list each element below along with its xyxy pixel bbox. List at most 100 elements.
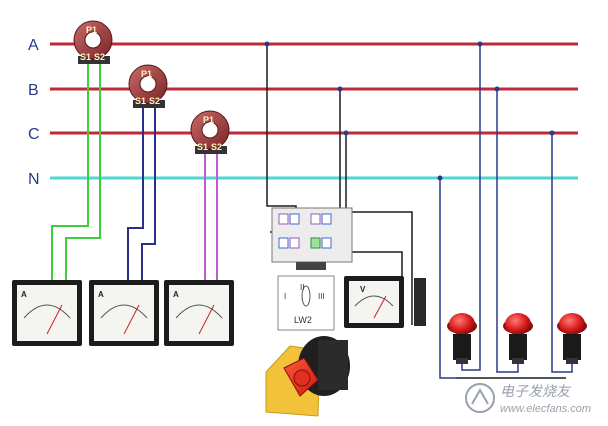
wire-a-to-lamp-1 (461, 44, 481, 371)
tap-c-lamp (549, 130, 555, 136)
rotary-switch-knob-hub (293, 369, 311, 387)
wire-c-to-lamp-3 (551, 133, 573, 373)
switch-pos-2: II (300, 283, 304, 292)
ct-1-s1-label: S1 (80, 52, 91, 62)
lamp-3-base (566, 358, 578, 364)
ammeter-3: A (164, 280, 234, 346)
lamp-1-base (456, 358, 468, 364)
ct-1-window (84, 31, 102, 49)
ct1-wire-s1 (51, 64, 89, 282)
contact-terminal-5 (278, 237, 289, 249)
ct-2-primary-label: P1 (141, 69, 152, 79)
tap-n-lamp (437, 175, 443, 181)
switch-face-handle (301, 285, 311, 307)
voltmeter: V (344, 276, 426, 328)
ct1-wire-s2 (65, 64, 101, 282)
contact-terminal-7 (310, 237, 321, 249)
selector-switch-face: I II III LW2 (277, 275, 335, 331)
indicator-lamp-3 (557, 313, 587, 364)
watermark-url: www.elecfans.com (500, 403, 591, 415)
ct-1-primary-label: P1 (86, 25, 97, 35)
watermark-logo-icon (465, 383, 495, 413)
voltmeter-scale (354, 295, 394, 307)
indicator-lamp-1 (447, 313, 477, 364)
ct-3-base (195, 146, 227, 154)
contact-terminal-1 (278, 213, 289, 225)
watermark: 电子发烧友 www.elecfans.com (465, 383, 591, 415)
ct-2: P1 S1 S2 (128, 64, 168, 108)
ct2-wire-s1 (127, 106, 144, 282)
phase-taps (264, 41, 555, 181)
lamp-wiring (439, 44, 573, 379)
voltmeter-needle (373, 295, 387, 319)
wire-neutral-to-lamps (439, 178, 456, 379)
contact-terminal-2 (289, 213, 300, 225)
ct-2-base (133, 100, 165, 108)
voltmeter-side-terminal (414, 278, 426, 326)
bus-label-b: B (28, 82, 39, 99)
ammeter-2-scale (100, 304, 148, 319)
ammeter-3-scale (175, 304, 223, 319)
ammeter-2-needle (123, 304, 140, 335)
wire-phase-a-to-switch (266, 44, 297, 212)
ammeter-wiring (51, 64, 218, 282)
lamp-1-lens (449, 313, 475, 335)
lamp-2-body (509, 334, 527, 360)
wire-b-to-lamp-2 (496, 89, 519, 373)
contact-terminal-6 (289, 237, 300, 249)
rotary-switch-housing (318, 340, 348, 390)
bus-bars: A B C N (28, 37, 578, 188)
ammeter-2-letter: A (98, 290, 104, 299)
ct-2-s1-label: S1 (135, 96, 146, 106)
ammeter-3-face (169, 285, 229, 341)
contact-block-shaft (296, 262, 326, 270)
ct-2-window (139, 75, 157, 93)
switch-label: LW2 (294, 315, 312, 325)
contact-terminal-4 (321, 213, 332, 225)
ammeter-1-face (17, 285, 77, 341)
ammeter-1-scale (23, 304, 71, 319)
ammeter-1-letter: A (21, 290, 27, 299)
ammeter-3-needle (198, 304, 215, 335)
tap-b-switch (337, 86, 343, 92)
rotary-switch (265, 336, 350, 417)
ct-2-s2-label: S2 (149, 96, 160, 106)
lamp-2-lens (505, 313, 531, 335)
ammeter-1: A (12, 280, 82, 346)
lamp-2-base (512, 358, 524, 364)
voltmeter-face (349, 281, 399, 323)
ct2-wire-s2 (141, 106, 156, 282)
voltmeter-letter: V (360, 285, 366, 294)
ct-3-s1-label: S1 (197, 142, 208, 152)
bus-label-n: N (28, 171, 40, 188)
wire-switch-to-voltmeter-1 (352, 211, 413, 325)
lamp-3-lens (559, 313, 585, 335)
ct-3-primary-label: P1 (203, 115, 214, 125)
tap-c-switch (343, 130, 349, 136)
lamp-3-body (563, 334, 581, 360)
ct-3-s2-label: S2 (211, 142, 222, 152)
indicator-lamp-2 (503, 313, 533, 364)
tap-a-switch (264, 41, 270, 47)
selector-contact-block (271, 207, 353, 270)
ammeter-1-needle (46, 304, 63, 335)
tap-a-lamp (477, 41, 483, 47)
ct-1-base (78, 56, 110, 64)
ct-3: P1 S1 S2 (190, 110, 230, 154)
watermark-logo-mark (471, 387, 489, 405)
bus-label-c: C (28, 126, 40, 143)
tap-b-lamp (494, 86, 500, 92)
contact-terminal-8 (321, 237, 332, 249)
ct-1-s2-label: S2 (94, 52, 105, 62)
ammeter-2: A (89, 280, 159, 346)
ct-3-window (201, 121, 219, 139)
switch-pos-3: III (318, 292, 325, 301)
contact-terminal-3 (310, 213, 321, 225)
ammeter-2-face (94, 285, 154, 341)
ammeter-3-letter: A (173, 290, 179, 299)
switch-pos-1: I (284, 292, 286, 301)
ct-1: P1 S1 S2 (73, 20, 113, 64)
lamp-1-body (453, 334, 471, 360)
